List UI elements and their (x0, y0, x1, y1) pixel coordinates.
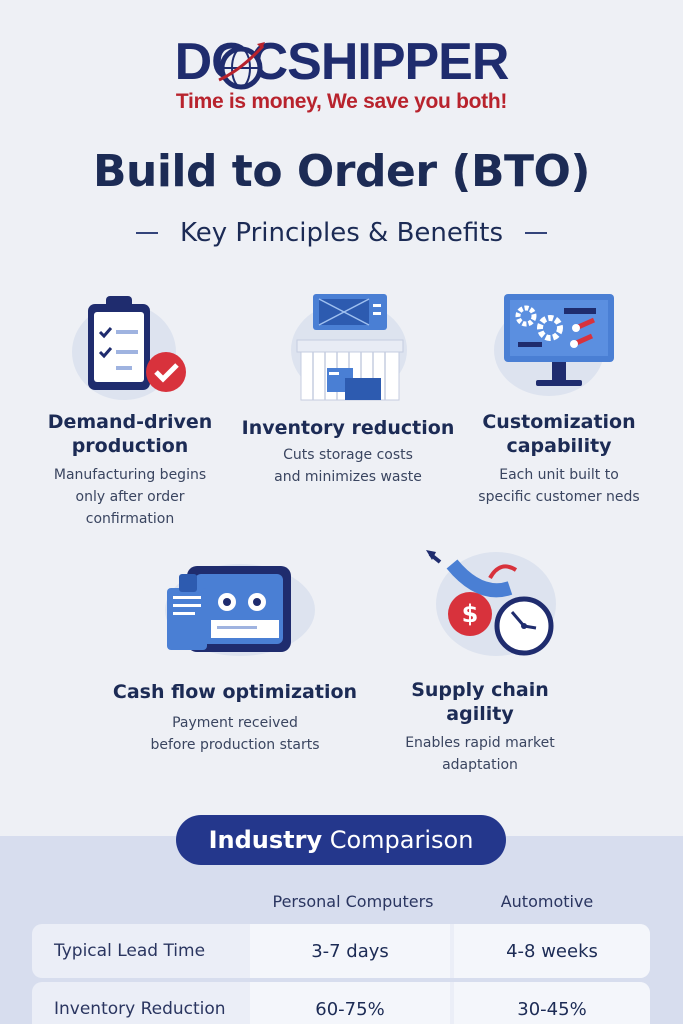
principle-heading: Cash flow optimization (112, 681, 358, 703)
logo-wordmark: DOCSHIPPER (174, 33, 510, 91)
table-row: Typical Lead Time 3-7 days 4-8 weeks (32, 924, 650, 978)
row-label: Inventory Reduction (54, 999, 226, 1019)
clipboard-check-icon (88, 296, 186, 392)
cell-pc: 60-75% (250, 982, 450, 1024)
logo-tagline: Time is money, We save you both! (175, 90, 508, 113)
cell-pc: 3-7 days (250, 924, 450, 978)
docshipper-logo[interactable]: DOCSHIPPER Time is money, We save you bo… (0, 34, 683, 114)
cell-auto: 4-8 weeks (454, 924, 650, 978)
principle-heading: Inventory reduction (241, 417, 455, 439)
cell-auto: 30-45% (454, 982, 650, 1024)
comparison-heading-pill: Industry Comparison (176, 815, 506, 865)
monitor-gears-icon (504, 294, 614, 386)
divider-left (135, 232, 158, 234)
page-title: Build to Order (BTO) (92, 146, 591, 197)
column-header-auto: Automotive (500, 892, 594, 911)
svg-text:$: $ (462, 600, 479, 628)
column-header-pc: Personal Computers (272, 892, 434, 911)
warehouse-icon (296, 294, 404, 401)
table-row: Inventory Reduction 60-75% 30-45% (32, 982, 650, 1024)
subtitle-row: Key Principles & Benefits (0, 218, 683, 248)
card-payment-icon (167, 566, 291, 652)
clock-dollar-icon: $ (426, 550, 554, 656)
globe-plane-icon (217, 42, 265, 90)
divider-right (525, 232, 548, 234)
row-label: Typical Lead Time (54, 941, 206, 961)
page-subtitle: Key Principles & Benefits (179, 218, 504, 248)
